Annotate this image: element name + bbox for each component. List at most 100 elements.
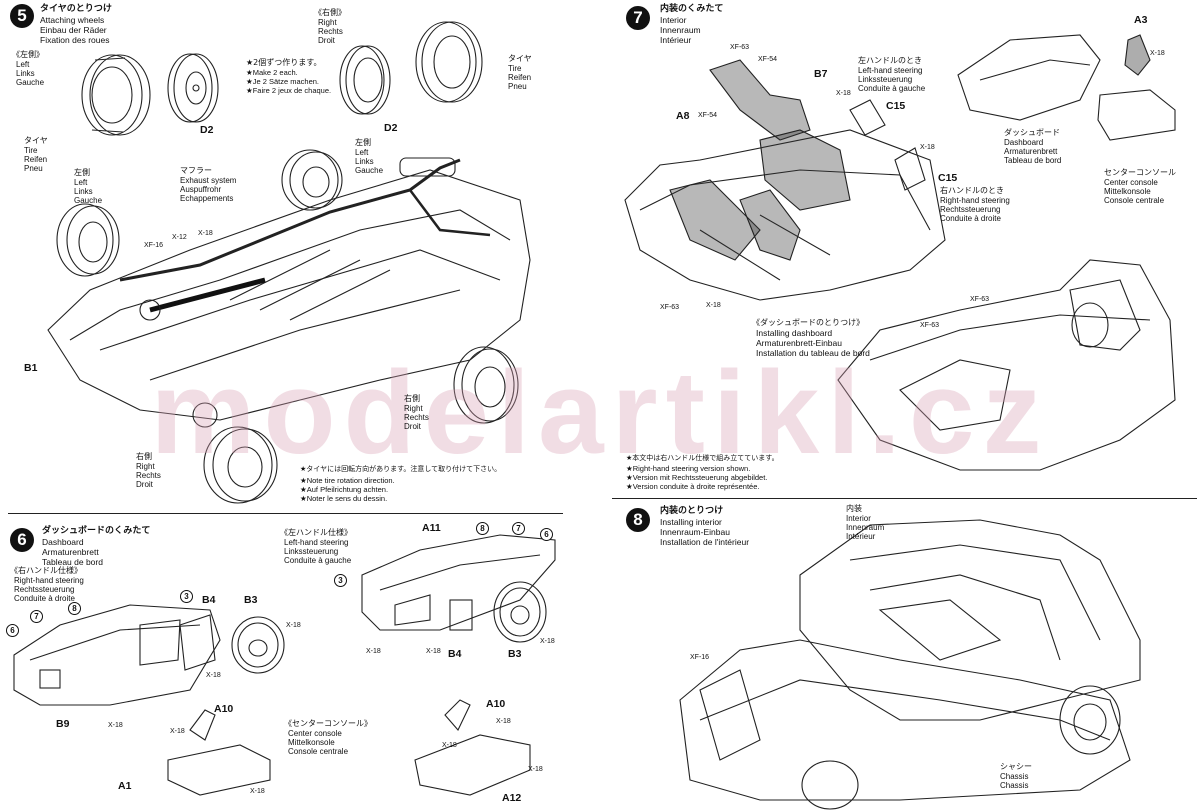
part-b4-lhs: B4 bbox=[448, 648, 462, 660]
step6-rhs-jp: 《右ハンドル仕様》 bbox=[10, 566, 82, 575]
screw-x18-7a: X-18 bbox=[706, 302, 721, 309]
screw-x12-step5: X-12 bbox=[172, 234, 187, 241]
step7-install-jp: 《ダッシュボードのとりつけ》 bbox=[752, 318, 865, 327]
callout-8: 8 bbox=[68, 602, 81, 615]
step6-rhs: Right-hand steering Rechtssteuerung Cond… bbox=[14, 576, 84, 603]
step7-install: Installing dashboard Armaturenbrett-Einb… bbox=[756, 328, 870, 358]
step-5-number: 5 bbox=[10, 4, 34, 28]
screw-xf16-step5: XF-16 bbox=[144, 242, 164, 249]
step7-lhs-jp: 左ハンドルのとき bbox=[858, 56, 922, 65]
part-a10: A10 bbox=[214, 703, 234, 715]
step5-left-b: Left Links Gauche bbox=[74, 178, 103, 205]
screw-x18-step5: X-18 bbox=[198, 230, 213, 237]
steering-wheel-lhs bbox=[493, 581, 547, 643]
screw-x18-6g: X-18 bbox=[426, 648, 441, 655]
chassis-wheel-rear-left bbox=[56, 203, 120, 277]
screw-x18-6i: X-18 bbox=[496, 718, 511, 725]
part-c15-b: C15 bbox=[938, 172, 958, 184]
screw-x18-6e: X-18 bbox=[250, 788, 265, 795]
step5-right-b: Right Rechts Droit bbox=[136, 462, 161, 489]
part-b7: B7 bbox=[814, 68, 828, 80]
callout-7-lhs: 7 bbox=[512, 522, 525, 535]
step6-console-jp: 《センターコンソール》 bbox=[284, 719, 372, 728]
step8-interior: Interior Innenraum Intérieur bbox=[846, 514, 885, 541]
brackets-c15-drawing bbox=[849, 99, 926, 191]
part-a12: A12 bbox=[502, 792, 522, 804]
chassis-step8-drawing bbox=[679, 639, 1131, 810]
part-d2-right: D2 bbox=[384, 122, 398, 134]
screw-xf63-7d: XF-63 bbox=[920, 322, 940, 329]
callout-7: 7 bbox=[30, 610, 43, 623]
interior-with-dashboard-drawing bbox=[837, 259, 1176, 471]
step5-left-label: Left Links Gauche bbox=[16, 60, 45, 87]
screw-x18-6b: X-18 bbox=[206, 672, 221, 679]
step6-console: Center console Mittelkonsole Console cen… bbox=[288, 729, 349, 756]
divider-right bbox=[612, 498, 1197, 499]
screw-xf63-7b: XF-63 bbox=[660, 304, 680, 311]
part-a8: A8 bbox=[676, 110, 690, 122]
screw-xf16-step8: XF-16 bbox=[690, 654, 710, 661]
step-5-title: タイヤのとりつけ bbox=[40, 4, 112, 14]
part-b9: B9 bbox=[56, 718, 70, 730]
bracket-b4-drawing bbox=[179, 614, 216, 671]
step6-lhs-jp: 《左ハンドル仕様》 bbox=[280, 528, 352, 537]
screw-x18-6f: X-18 bbox=[366, 648, 381, 655]
step7-rhs: Right-hand steering Rechtssteuerung Cond… bbox=[940, 196, 1010, 223]
step5-tire-left-jp: タイヤ bbox=[24, 136, 48, 145]
step7-lhs: Left-hand steering Linkssteuerung Condui… bbox=[858, 66, 926, 93]
step5-note-jp: ★タイヤには回転方向があります。注意して取り付けて下さい。 bbox=[300, 465, 502, 473]
callout-8-lhs: 8 bbox=[476, 522, 489, 535]
interior-tub-drawing bbox=[624, 129, 946, 301]
step-8-title: 内装のとりつけ bbox=[660, 506, 724, 516]
step-5-subtitle: Attaching wheels Einbau der Räder Fixati… bbox=[40, 15, 110, 45]
step-6-subtitle: Dashboard Armaturenbrett Tableau de bord bbox=[42, 537, 103, 567]
chassis-wheel-right-front bbox=[203, 426, 278, 504]
part-b3-lhs: B3 bbox=[508, 648, 522, 660]
screw-x18-6a: X-18 bbox=[286, 622, 301, 629]
part-c15-a: C15 bbox=[886, 100, 906, 112]
screw-x18-6h: X-18 bbox=[540, 638, 555, 645]
chassis-wheel-right-rear bbox=[453, 346, 519, 424]
screw-xf54-7b: XF-54 bbox=[698, 112, 718, 119]
step5-left-a: Left Links Gauche bbox=[355, 148, 384, 175]
right-tire-drawing bbox=[415, 21, 483, 103]
step5-muffler-jp: マフラー bbox=[180, 166, 212, 175]
step5-right-label: Right Rechts Droit bbox=[318, 18, 343, 45]
step-7-title: 内装のくみたて bbox=[660, 4, 724, 14]
screw-xf54-7a: XF-54 bbox=[758, 56, 778, 63]
step7-console: Center console Mittelkonsole Console cen… bbox=[1104, 178, 1165, 205]
step5-left-b-jp: 左側 bbox=[74, 168, 90, 177]
step-6-number: 6 bbox=[10, 528, 34, 552]
screw-x18-6k: X-18 bbox=[528, 766, 543, 773]
screw-x18-6c: X-18 bbox=[108, 722, 123, 729]
step-7-subtitle: Interior Innenraum Intérieur bbox=[660, 15, 701, 45]
step7-dash: Dashboard Armaturenbrett Tableau de bord bbox=[1004, 138, 1062, 165]
screw-xf63-7c: XF-63 bbox=[970, 296, 990, 303]
step5-make2-jp: ★2個ずつ作ります。 bbox=[246, 58, 322, 67]
step-7-number: 7 bbox=[626, 6, 650, 30]
step5-right-label-jp: 《右側》 bbox=[314, 8, 346, 17]
part-a3: A3 bbox=[1134, 14, 1148, 26]
step5-make2: ★Make 2 each. ★Je 2 Sätze machen. ★Faire… bbox=[246, 68, 332, 95]
step5-tire-right: Tire Reifen Pneu bbox=[508, 64, 532, 91]
step5-muffler: Exhaust system Auspuffrohr Echappements bbox=[180, 176, 237, 203]
step7-dash-jp: ダッシュボード bbox=[1004, 128, 1060, 137]
right-wheel-drawing bbox=[339, 45, 391, 115]
step-8-subtitle: Installing interior Innenraum-Einbau Ins… bbox=[660, 517, 750, 547]
chassis-wheel-front-left bbox=[281, 149, 343, 211]
dashboard-lhs-drawing bbox=[361, 534, 556, 631]
step5-left-label-jp: 《左側》 bbox=[12, 50, 44, 59]
step8-interior-jp: 内装 bbox=[846, 504, 862, 513]
left-wheel-drawing bbox=[167, 53, 219, 123]
step7-note: ★Right-hand steering version shown. ★Ver… bbox=[626, 464, 768, 491]
callout-6: 6 bbox=[6, 624, 19, 637]
step-6-title: ダッシュボードのくみたて bbox=[42, 526, 151, 536]
chassis-drawing bbox=[47, 157, 531, 428]
seats-drawing bbox=[669, 59, 851, 261]
console-lhs-drawing bbox=[414, 699, 531, 796]
callout-3-lhs: 3 bbox=[334, 574, 347, 587]
part-b1: B1 bbox=[24, 362, 38, 374]
step8-chassis-jp: シャシー bbox=[1000, 762, 1032, 771]
step8-chassis: Chassis Chassis bbox=[1000, 772, 1029, 790]
